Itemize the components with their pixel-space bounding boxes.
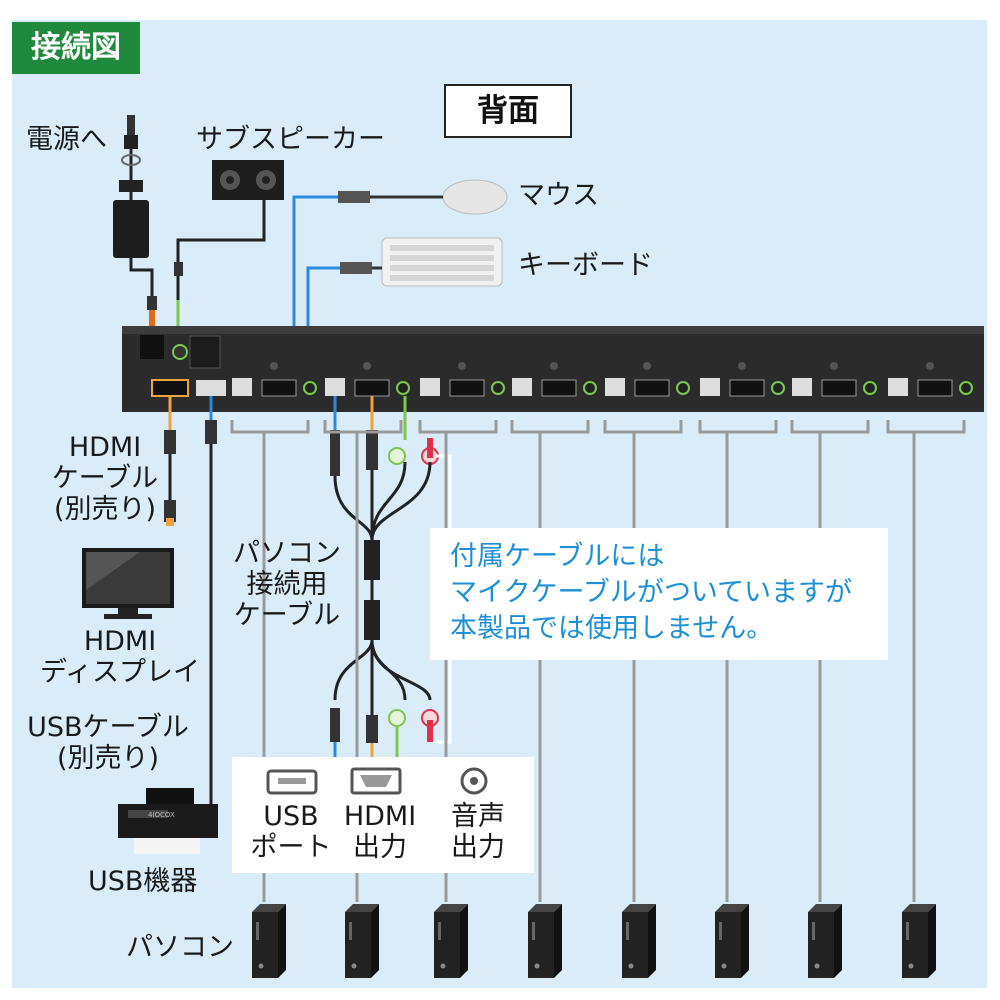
- port-screw: [926, 362, 934, 370]
- hdmi-port: [729, 379, 765, 397]
- pc-tower-icon: [252, 904, 286, 978]
- pc-tower-icon: [902, 904, 936, 978]
- hdmi-port: [634, 379, 670, 397]
- audio-port: [959, 381, 973, 395]
- pc-port-icons: [266, 767, 488, 795]
- hdmi-display-label: HDMI ディスプレイ: [39, 626, 201, 688]
- hdmi-port: [449, 379, 485, 397]
- pc-tower-icon: [345, 904, 379, 978]
- port-screw: [270, 362, 278, 370]
- audio-port: [303, 381, 317, 395]
- kvm-port-group: [232, 362, 317, 397]
- port-screw: [830, 362, 838, 370]
- usb-b-port: [700, 378, 720, 396]
- audio-port: [396, 381, 410, 395]
- port-screw: [738, 362, 746, 370]
- hdmi-display-icon: [82, 548, 174, 619]
- hdmi-port: [354, 379, 390, 397]
- pc-bracket-line: [886, 420, 966, 902]
- audio-port: [676, 381, 690, 395]
- pc-bracket-line: [698, 420, 778, 902]
- usb-cable-label: USBケーブル (別売り): [27, 712, 189, 774]
- port-screw: [643, 362, 651, 370]
- pc-tower-icon: [528, 904, 562, 978]
- hdmi-port: [917, 379, 953, 397]
- usb-printer-icon: 4IOCOX: [118, 788, 218, 854]
- printer-brand-text: 4IOCOX: [148, 811, 175, 819]
- note-line-3: 本製品では使用しません。: [450, 613, 774, 644]
- usb-b-port: [325, 378, 345, 396]
- pc-label: パソコン: [126, 932, 234, 963]
- usb-b-port: [512, 378, 532, 396]
- speaker-icon: [174, 160, 284, 352]
- kvm-port-group: [792, 362, 877, 397]
- diagram-title-badge: 接続図: [12, 22, 140, 74]
- pc-bracket-line: [603, 420, 683, 902]
- pc-bracket-line: [790, 420, 870, 902]
- usb-b-port: [232, 378, 252, 396]
- hdmi-port: [821, 379, 857, 397]
- hdmi-cable-label: HDMI ケーブル (別売り): [51, 432, 159, 525]
- pc-tower-icon: [808, 904, 842, 978]
- kvm-switch-rear-panel: [122, 326, 984, 412]
- mouse-label: マウス: [518, 180, 599, 211]
- kvm-port-group: [512, 362, 597, 397]
- audio-port: [583, 381, 597, 395]
- pc-tower-icon: [622, 904, 656, 978]
- audio-output-label: 音声出力: [451, 801, 505, 863]
- back-panel-label: 背面: [444, 84, 572, 138]
- usb-b-port: [888, 378, 908, 396]
- note-line-1: 付属ケーブルには: [450, 541, 665, 572]
- pc-cable-label: パソコン 接続用 ケーブル: [233, 538, 341, 631]
- port-screw: [363, 362, 371, 370]
- kvm-port-group: [420, 362, 505, 397]
- usb-device-label: USB機器: [88, 866, 198, 897]
- usb-b-port: [605, 378, 625, 396]
- port-screw: [458, 362, 466, 370]
- keyboard-label: キーボード: [518, 250, 653, 281]
- pc-tower-icon: [715, 904, 749, 978]
- power-label: 電源へ: [26, 124, 107, 155]
- usb-b-port: [792, 378, 812, 396]
- power-adapter-icon: [113, 115, 157, 336]
- pc-tower-icons: [252, 904, 936, 978]
- audio-port: [863, 381, 877, 395]
- port-screw: [550, 362, 558, 370]
- audio-port: [771, 381, 785, 395]
- usb-b-port: [420, 378, 440, 396]
- hdmi-port: [541, 379, 577, 397]
- keyboard-icon: [220, 237, 503, 364]
- pc-bracket-line: [510, 420, 590, 902]
- hdmi-port: [261, 379, 297, 397]
- kvm-port-group: [605, 362, 690, 397]
- microphone-cable-note: 付属ケーブルには マイクケーブルがついていますが 本製品では使用しません。: [430, 528, 888, 660]
- kvm-port-group: [325, 362, 410, 397]
- note-line-2: マイクケーブルがついていますが: [450, 577, 853, 608]
- audio-port: [491, 381, 505, 395]
- speaker-label: サブスピーカー: [196, 124, 385, 155]
- pc-tower-icon: [434, 904, 468, 978]
- kvm-port-group: [888, 362, 973, 397]
- kvm-port-group: [700, 362, 785, 397]
